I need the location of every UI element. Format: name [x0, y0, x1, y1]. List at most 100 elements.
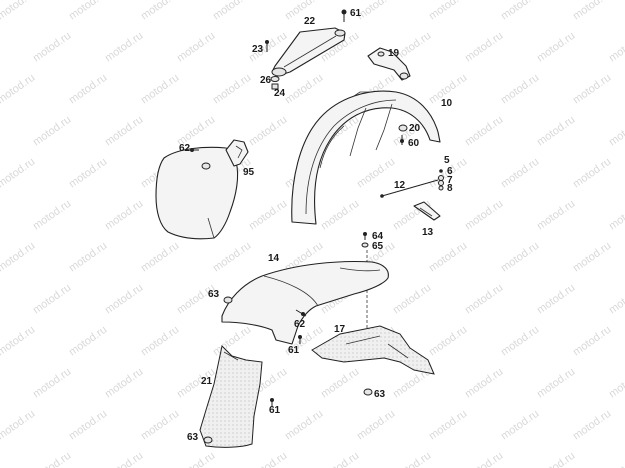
watermark-text: motod.ru [103, 198, 145, 233]
watermark-text: motod.ru [571, 156, 613, 191]
watermark-text: motod.ru [571, 72, 613, 107]
watermark-text: motod.ru [31, 114, 73, 149]
watermark-text: motod.ru [571, 240, 613, 275]
part-20-grommet [398, 124, 408, 132]
part-22-bracket [271, 27, 346, 77]
watermark-text: motod.ru [31, 450, 73, 468]
part-63-grommet-a [223, 296, 233, 304]
watermark-text: motod.ru [607, 114, 625, 149]
part-62-screw-plate [190, 148, 199, 152]
watermark-text: motod.ru [319, 198, 361, 233]
watermark-text: motod.ru [0, 282, 1, 317]
label-24: 24 [274, 88, 286, 99]
watermark-text: motod.ru [355, 156, 397, 191]
watermark-text: motod.ru [607, 30, 625, 65]
label-26: 26 [260, 75, 272, 86]
watermark-text: motod.ru [247, 114, 289, 149]
watermark-text: motod.ru [427, 324, 469, 359]
watermark-text: motod.ru [67, 240, 109, 275]
watermark-text: motod.ru [607, 282, 625, 317]
watermark-text: motod.ru [607, 366, 625, 401]
watermark-text: motod.ru [463, 450, 505, 468]
watermark-text: motod.ru [535, 366, 577, 401]
watermark-text: motod.ru [175, 30, 217, 65]
watermark-text: motod.ru [463, 198, 505, 233]
watermark-text: motod.ru [139, 240, 181, 275]
label-17: 17 [334, 324, 346, 335]
watermark-text: motod.ru [355, 408, 397, 443]
label-7: 7 [447, 175, 453, 186]
label-21: 21 [201, 376, 213, 387]
watermark-text: motod.ru [31, 282, 73, 317]
watermark-text: motod.ru [139, 408, 181, 443]
label-23: 23 [252, 44, 264, 55]
watermark-text: motod.ru [0, 0, 37, 22]
part-14-rear-fender [221, 260, 389, 345]
label-62-plate: 62 [179, 143, 191, 154]
watermark-text: motod.ru [103, 114, 145, 149]
part-21-mud-flap [199, 344, 263, 448]
watermark-text: motod.ru [535, 30, 577, 65]
label-19: 19 [388, 48, 400, 59]
part-63-grommet-b [363, 388, 373, 396]
part-63-grommet-c [203, 436, 213, 444]
watermark-text: motod.ru [319, 366, 361, 401]
watermark-text: motod.ru [535, 114, 577, 149]
watermark-text: motod.ru [31, 198, 73, 233]
label-5: 5 [444, 155, 450, 166]
part-61-screw-top [341, 9, 347, 22]
watermark-text: motod.ru [103, 282, 145, 317]
watermark-text: motod.ru [463, 30, 505, 65]
watermark-text: motod.ru [139, 324, 181, 359]
watermark-text: motod.ru [0, 30, 1, 65]
watermark-text: motod.ru [571, 0, 613, 22]
watermark-text: motod.ru [247, 450, 289, 468]
watermark-text: motod.ru [535, 450, 577, 468]
watermark-text: motod.ru [67, 324, 109, 359]
part-19-bracket [367, 47, 411, 81]
watermark-text: motod.ru [535, 198, 577, 233]
watermark-text: motod.ru [103, 30, 145, 65]
label-12: 12 [394, 180, 406, 191]
part-60-bolt [400, 135, 404, 145]
label-63-a: 63 [208, 289, 220, 300]
watermark-text: motod.ru [427, 0, 469, 22]
watermark-text: motod.ru [103, 366, 145, 401]
label-6: 6 [447, 166, 453, 177]
part-5-6-7-8-hardware [438, 169, 444, 191]
watermark-text: motod.ru [391, 450, 433, 468]
part-95-number-plate [155, 139, 249, 240]
label-8: 8 [447, 183, 453, 194]
label-65: 65 [372, 241, 384, 252]
watermark-text: motod.ru [67, 156, 109, 191]
label-13: 13 [422, 227, 434, 238]
label-22: 22 [304, 16, 316, 27]
watermark-text: motod.ru [31, 30, 73, 65]
watermark-text: motod.ru [463, 366, 505, 401]
watermark-text: motod.ru [0, 366, 1, 401]
watermark-text: motod.ru [211, 240, 253, 275]
watermark-text: motod.ru [211, 0, 253, 22]
watermark-text: motod.ru [463, 282, 505, 317]
label-95: 95 [243, 167, 255, 178]
label-61-top: 61 [350, 8, 362, 19]
watermark-text: motod.ru [0, 198, 1, 233]
label-63-b: 63 [374, 389, 386, 400]
watermark-text: motod.ru [571, 324, 613, 359]
label-10: 10 [441, 98, 453, 109]
watermark-text: motod.ru [283, 408, 325, 443]
label-61-flap: 61 [269, 405, 281, 416]
part-65-washer [361, 242, 369, 248]
watermark-text: motod.ru [283, 72, 325, 107]
watermark-text: motod.ru [0, 114, 1, 149]
label-20: 20 [409, 123, 421, 134]
part-23-screw [265, 40, 269, 52]
watermark-text: motod.ru [139, 0, 181, 22]
watermark-text: motod.ru [427, 240, 469, 275]
label-64: 64 [372, 231, 384, 242]
label-60: 60 [408, 138, 420, 149]
label-63-c: 63 [187, 432, 199, 443]
